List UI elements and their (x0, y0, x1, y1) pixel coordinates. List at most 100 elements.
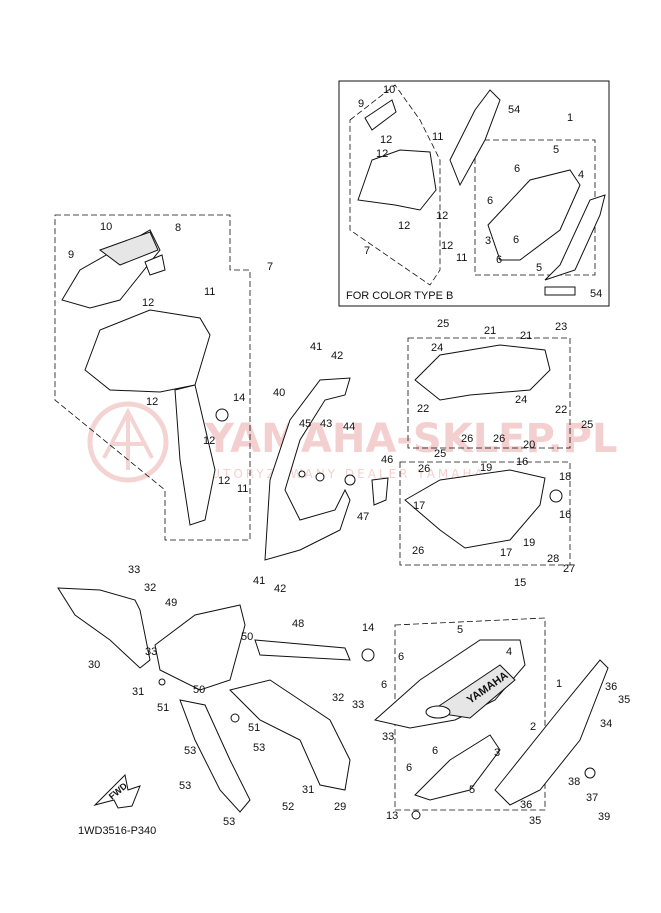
callout-number: 43 (320, 418, 332, 430)
callout-number: 48 (292, 618, 304, 630)
callout-number: 10 (383, 84, 395, 96)
inset-color-type-b (338, 80, 610, 307)
callout-number: 17 (500, 547, 512, 559)
center-bracket (264, 377, 389, 561)
callout-number: 51 (157, 702, 169, 714)
callout-number: 12 (376, 148, 388, 160)
callout-number: 11 (456, 252, 467, 264)
callout-number: 36 (605, 681, 617, 693)
callout-number: 3 (485, 235, 491, 247)
callout-number: 12 (218, 475, 230, 487)
callout-number: 15 (514, 577, 526, 589)
callout-number: 49 (165, 597, 177, 609)
callout-number: 47 (357, 511, 369, 523)
callout-number: 32 (144, 582, 156, 594)
callout-number: 50 (193, 684, 205, 696)
callout-number: 41 (253, 575, 265, 587)
callout-number: 5 (553, 144, 559, 156)
callout-number: 5 (457, 624, 463, 636)
callout-number: 11 (204, 286, 215, 298)
callout-number: 18 (559, 471, 571, 483)
callout-number: 17 (413, 500, 425, 512)
callout-number: 30 (88, 659, 100, 671)
callout-number: 6 (398, 651, 404, 663)
callout-number: 12 (203, 435, 215, 447)
callout-number: 12 (436, 210, 448, 222)
callout-number: 38 (568, 776, 580, 788)
callout-number: 6 (496, 254, 502, 266)
watermark-logo-icon (87, 401, 169, 483)
callout-number: 4 (506, 646, 512, 658)
callout-number: 5 (469, 784, 475, 796)
callout-number: 39 (598, 811, 610, 823)
main-side-cowl: YAMAHA (373, 617, 609, 811)
callout-number: 9 (358, 98, 364, 110)
callout-number: 45 (299, 418, 311, 430)
callout-number: 34 (600, 718, 612, 730)
callout-number: 6 (381, 679, 387, 691)
callout-number: 11 (432, 131, 443, 143)
callout-number: 4 (578, 169, 584, 181)
callout-number: 33 (352, 699, 364, 711)
callout-number: 12 (441, 240, 453, 252)
callout-number: 26 (461, 433, 473, 445)
right-upper-brackets (399, 337, 571, 566)
callout-number: 6 (432, 745, 438, 757)
watermark-title: YAMAHA-SKLEP.PL (204, 416, 617, 462)
callout-number: 19 (523, 537, 535, 549)
callout-number: 26 (493, 433, 505, 445)
callout-number: 25 (434, 448, 446, 460)
callout-number: 3 (494, 747, 500, 759)
callout-number: 14 (362, 622, 374, 634)
callout-number: 9 (68, 249, 74, 261)
callout-number: 41 (310, 341, 322, 353)
lower-left-cowl (57, 587, 351, 813)
callout-number: 7 (364, 245, 370, 257)
callout-number: 52 (282, 801, 294, 813)
callout-number: 21 (484, 325, 496, 337)
callout-number: 28 (547, 553, 559, 565)
watermark-subtitle: AUTORYZOWANY DEALER YAMAHA (200, 467, 486, 481)
callout-number: 19 (480, 462, 492, 474)
callout-number: 42 (331, 350, 343, 362)
callout-number: 26 (418, 463, 430, 475)
fasteners (158, 648, 596, 820)
callout-number: 44 (343, 421, 355, 433)
callout-number: 26 (412, 545, 424, 557)
callout-number: 35 (618, 694, 630, 706)
front-screen-assembly (54, 214, 251, 541)
callout-number: 13 (386, 810, 398, 822)
callout-number: 20 (523, 439, 535, 451)
drawing-code: 1WD3516-P340 (78, 825, 156, 837)
callout-number: 53 (253, 742, 265, 754)
callout-number: 10 (100, 221, 112, 233)
callout-number: 24 (431, 342, 443, 354)
callout-number: 29 (334, 801, 346, 813)
callout-number: 1 (567, 112, 573, 124)
callout-number: 11 (237, 483, 248, 495)
callout-number: 6 (513, 234, 519, 246)
callout-number: 12 (398, 220, 410, 232)
callout-number: 27 (563, 563, 575, 575)
callout-number: 14 (233, 392, 245, 404)
callout-number: 12 (380, 134, 392, 146)
callout-number: 7 (267, 261, 273, 273)
callout-number: 40 (273, 387, 285, 399)
callout-number: 12 (146, 396, 158, 408)
callout-number: 8 (175, 222, 181, 234)
callout-number: 37 (586, 792, 598, 804)
callout-number: 16 (559, 509, 571, 521)
inset-caption: FOR COLOR TYPE B (346, 290, 453, 302)
callout-number: 1 (556, 678, 562, 690)
callout-number: 33 (145, 646, 157, 658)
callout-number: 25 (437, 318, 449, 330)
watermark: YAMAHA-SKLEP.PL AUTORYZOWANY DEALER YAMA… (87, 401, 617, 483)
callout-number: 53 (184, 745, 196, 757)
callout-number: 6 (514, 163, 520, 175)
callout-number: 23 (555, 321, 567, 333)
callout-number: 6 (406, 762, 412, 774)
callout-number: 21 (520, 330, 532, 342)
callout-number: 54 (590, 288, 602, 300)
callout-number: 32 (332, 692, 344, 704)
